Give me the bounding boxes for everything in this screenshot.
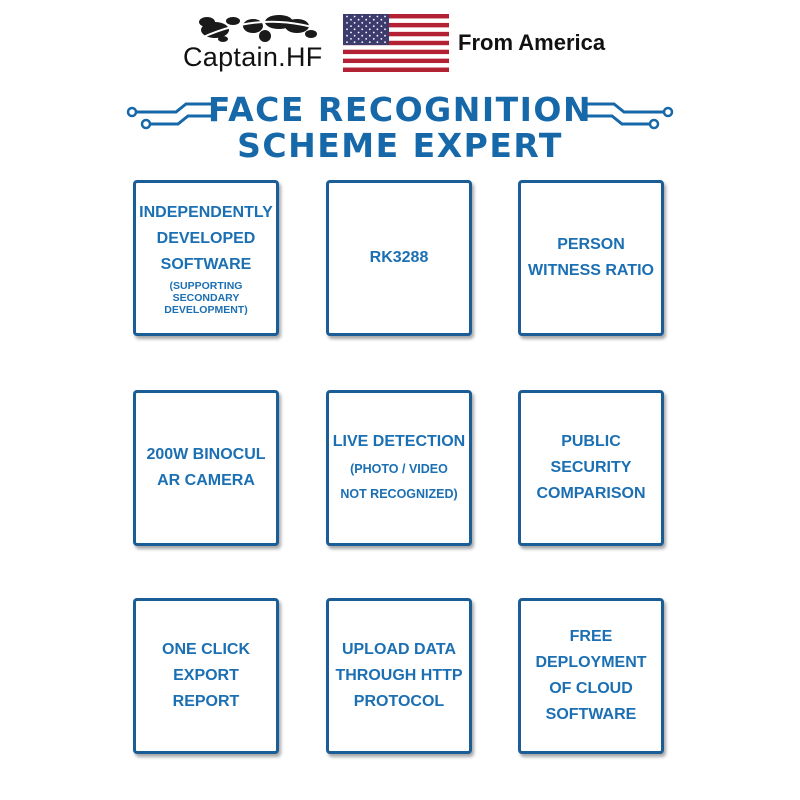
header: Captain.HF From America — [0, 0, 800, 90]
feature-title: PUBLIC SECURITY COMPARISON — [536, 433, 646, 502]
title-line-2: SCHEME EXPERT — [237, 126, 563, 165]
feature-card-camera: 200W BINOCUL AR CAMERA — [133, 390, 279, 546]
title-line-1: FACE RECOGNITION — [207, 90, 593, 129]
origin-label: From America — [458, 30, 606, 55]
feature-card-witness-ratio: PERSON WITNESS RATIO — [518, 180, 664, 336]
feature-title: ONE CLICK EXPORT REPORT — [162, 641, 250, 710]
feature-card-cloud: FREE DEPLOYMENT OF CLOUD SOFTWARE — [518, 598, 664, 754]
feature-title: UPLOAD DATA THROUGH HTTP PROTOCOL — [335, 641, 463, 710]
feature-title: FREE DEPLOYMENT OF CLOUD SOFTWARE — [535, 628, 647, 723]
feature-card-chip: RK3288 — [326, 180, 472, 336]
brand-name: Captain.HF — [183, 42, 323, 72]
feature-title: RK3288 — [369, 249, 429, 266]
feature-card-live-detection: LIVE DETECTION (PHOTO / VIDEO NOT RECOGN… — [326, 390, 472, 546]
page-title: FACE RECOGNITION SCHEME EXPERT — [0, 88, 800, 168]
circuit-right-icon — [586, 102, 674, 130]
globe-icon — [193, 15, 333, 43]
feature-title: INDEPENDENTLY DEVELOPED SOFTWARE — [139, 204, 273, 273]
brand-logo: Captain.HF — [175, 12, 335, 76]
circuit-left-icon — [126, 102, 214, 130]
feature-title: LIVE DETECTION — [332, 433, 466, 450]
feature-subtitle: (PHOTO / VIDEO NOT RECOGNIZED) — [340, 462, 458, 501]
feature-card-export: ONE CLICK EXPORT REPORT — [133, 598, 279, 754]
feature-card-http: UPLOAD DATA THROUGH HTTP PROTOCOL — [326, 598, 472, 754]
feature-card-security: PUBLIC SECURITY COMPARISON — [518, 390, 664, 546]
feature-title: PERSON WITNESS RATIO — [528, 236, 654, 279]
us-flag-icon — [343, 14, 449, 72]
feature-subtitle: (SUPPORTING SECONDARY DEVELOPMENT) — [164, 280, 248, 316]
feature-card-software: INDEPENDENTLY DEVELOPED SOFTWARE (SUPPOR… — [133, 180, 279, 336]
feature-title: 200W BINOCUL AR CAMERA — [146, 446, 266, 489]
